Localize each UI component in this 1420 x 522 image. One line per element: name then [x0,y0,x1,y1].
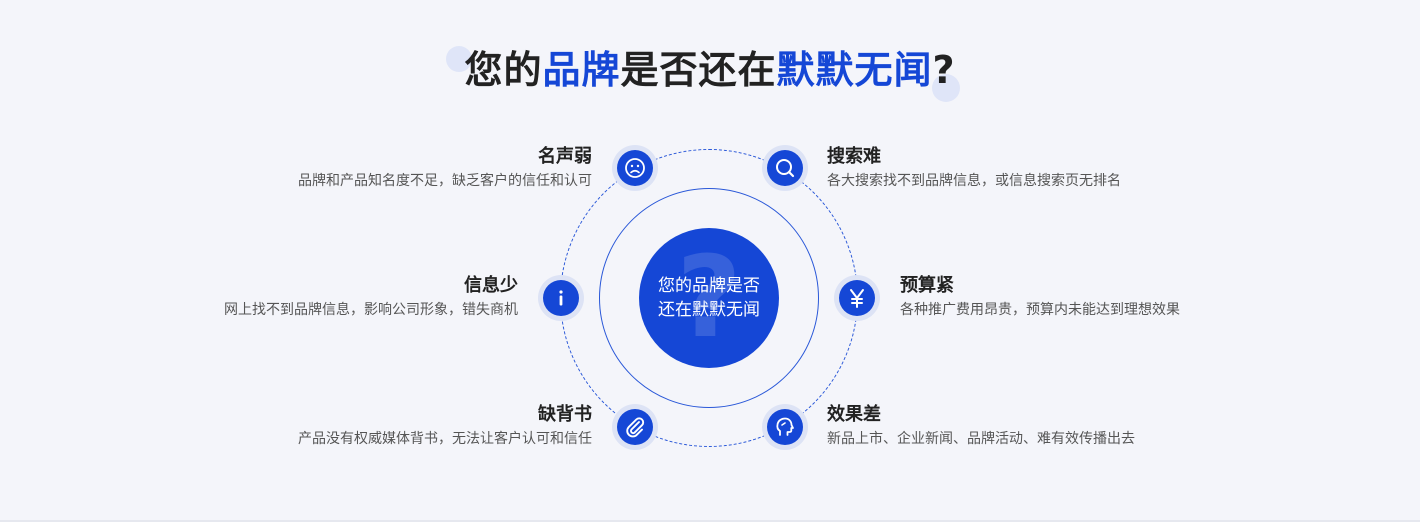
node-budget [834,275,880,321]
item-heading: 名声弱 [538,146,592,167]
node-reputation [612,145,658,191]
title-decoration-dot [446,46,472,72]
item-heading: 搜索难 [827,146,881,167]
question-mark-watermark: ? [676,233,742,363]
speaking-head-icon [767,409,803,445]
title-highlight: 品牌 [542,48,621,92]
node-endorsement [612,404,658,450]
center-text-line: 您的品牌是否 [658,276,760,296]
sad-face-icon [617,150,653,186]
page-title: 您的品牌是否还在默默无闻? [0,44,1420,96]
title-text: 您的 [464,48,543,92]
info-icon [543,280,579,316]
item-description: 新品上市、企业新闻、品牌活动、难有效传播出去 [827,431,1135,447]
yen-icon [839,280,875,316]
item-effect: 效果差 新品上市、企业新闻、品牌活动、难有效传播出去 [827,403,1135,449]
item-budget: 预算紧 各种推广费用昂贵，预算内未能达到理想效果 [900,274,1180,320]
title-text: ? [932,48,956,92]
title-text: 是否还在 [620,48,777,92]
section-divider [0,520,1420,522]
item-heading: 缺背书 [538,404,592,425]
node-search [762,145,808,191]
title-highlight: 默默无闻 [776,48,933,92]
node-info [538,275,584,321]
item-description: 网上找不到品牌信息，影响公司形象，错失商机 [224,302,518,318]
item-description: 各大搜索找不到品牌信息，或信息搜索页无排名 [827,173,1121,189]
item-info: 信息少 网上找不到品牌信息，影响公司形象，错失商机 [224,274,518,320]
item-description: 产品没有权威媒体背书，无法让客户认可和信任 [298,431,592,447]
item-search: 搜索难 各大搜索找不到品牌信息，或信息搜索页无排名 [827,145,1121,191]
item-heading: 效果差 [827,404,881,425]
search-icon [767,150,803,186]
center-text-line: 还在默默无闻 [658,300,760,320]
paperclip-icon [617,409,653,445]
center-circle: ? 您的品牌是否 还在默默无闻 [639,228,779,368]
item-heading: 预算紧 [900,275,954,296]
item-reputation: 名声弱 品牌和产品知名度不足，缺乏客户的信任和认可 [298,145,592,191]
title-decoration-dot [932,74,960,102]
center-text: 您的品牌是否 还在默默无闻 [649,274,769,322]
inner-ring [599,188,819,408]
item-endorsement: 缺背书 产品没有权威媒体背书，无法让客户认可和信任 [298,403,592,449]
item-description: 品牌和产品知名度不足，缺乏客户的信任和认可 [298,173,592,189]
item-description: 各种推广费用昂贵，预算内未能达到理想效果 [900,302,1180,318]
node-effect [762,404,808,450]
item-heading: 信息少 [464,275,518,296]
